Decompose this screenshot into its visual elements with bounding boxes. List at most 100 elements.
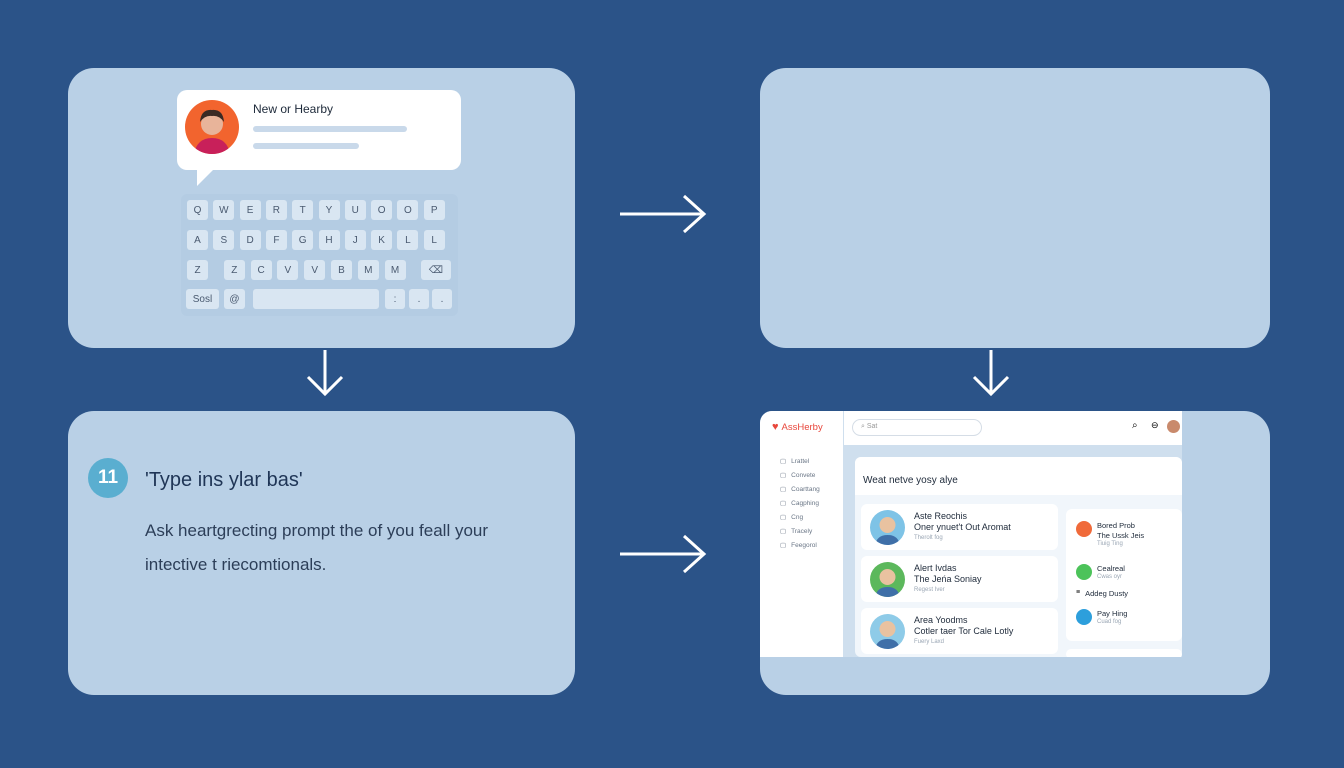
keyboard-key[interactable]: G — [292, 230, 314, 250]
keyboard-key[interactable]: ⌫ — [421, 260, 451, 280]
keyboard-key[interactable]: Q — [187, 200, 208, 220]
keyboard-key[interactable]: M — [384, 260, 406, 280]
result-meta: Regest Iver — [914, 587, 945, 593]
sidebar-item[interactable]: ▢Tracely — [780, 527, 813, 536]
result-card[interactable]: Area Yoodms Cotler taer Tor Cale Lotly F… — [861, 608, 1058, 654]
keyboard-key[interactable]: P — [423, 200, 445, 220]
item-icon — [1076, 564, 1092, 580]
result-subtitle: Cotler taer Tor Cale Lotly — [914, 626, 1014, 636]
results-heading: Weat netve yosy alye — [863, 475, 958, 486]
result-meta: Fuery Laxd — [914, 639, 945, 645]
message-bubble: New or Hearby — [177, 90, 461, 186]
keyboard-key[interactable]: Sosl — [186, 289, 219, 309]
arrow-down-icon — [306, 350, 344, 397]
list-icon: ≡ — [1076, 589, 1081, 596]
step-description-line: Ask heartgrecting prompt the of you feal… — [145, 521, 489, 540]
nav-icon: ▢ — [780, 542, 787, 549]
search-icon[interactable]: ⌕ — [1132, 420, 1138, 431]
avatar — [185, 100, 239, 154]
keyboard-key[interactable]: U — [344, 200, 366, 220]
nav-icon: ▢ — [780, 472, 787, 479]
step-title: 'Type ins ylar bas' — [145, 469, 303, 491]
user-avatar[interactable] — [1167, 420, 1180, 433]
avatar — [870, 510, 905, 545]
nav-icon: ▢ — [780, 458, 787, 465]
keyboard-key[interactable]: . — [409, 289, 429, 309]
nav-icon: ▢ — [780, 528, 787, 535]
sidebar-item[interactable]: ▢Cagphing — [780, 499, 819, 508]
search-input[interactable]: ⌕ Sat — [852, 419, 982, 436]
result-name: Area Yoodms — [914, 615, 968, 625]
brand-logo[interactable]: ♥ AssHerby — [772, 421, 823, 433]
text-placeholder-line — [253, 143, 359, 149]
keyboard-key[interactable]: K — [371, 230, 393, 250]
step-panel-instructions — [68, 411, 575, 695]
message-title: New or Hearby — [253, 102, 334, 116]
keyboard-key[interactable]: F — [265, 230, 287, 250]
top-bar: ⌕ Sat ⌕ ⊖ — [844, 411, 1182, 445]
sidebar-item[interactable]: ▢Feegorol — [780, 541, 817, 550]
arrow-right-icon — [620, 534, 707, 574]
keyboard-key[interactable]: Y — [318, 200, 340, 220]
keyboard-key[interactable]: W — [213, 200, 235, 220]
keyboard-key[interactable]: H — [318, 230, 340, 250]
keyboard-key[interactable]: O — [397, 200, 419, 220]
keyboard-key[interactable]: L — [423, 230, 445, 250]
keyboard-key[interactable]: O — [371, 200, 393, 220]
results-heading-bar: Weat netve yosy alye — [855, 457, 1182, 495]
side-panel-item[interactable]: ≡ Addeg Dusty — [1076, 589, 1129, 598]
step-badge: 11 — [88, 458, 128, 498]
result-subtitle: Oner ynuet't Out Aromat — [914, 522, 1011, 532]
keyboard-key[interactable]: B — [331, 260, 352, 280]
keyboard-key[interactable]: M — [357, 260, 379, 280]
step-description-line: intective t riecomtionals. — [145, 555, 327, 574]
result-subtitle: The Jeńa Soniay — [914, 574, 982, 584]
avatar — [870, 614, 905, 649]
side-panel-item[interactable]: Pay Hing Cuad fog — [1076, 609, 1127, 625]
keyboard-key[interactable]: A — [187, 230, 208, 250]
keyboard-key[interactable]: Z — [223, 260, 245, 280]
result-meta: Therolt fog — [914, 535, 943, 541]
nav-icon: ▢ — [780, 486, 787, 493]
keyboard-key[interactable]: S — [213, 230, 235, 250]
keyboard-key[interactable]: T — [292, 200, 314, 220]
keyboard-key[interactable]: V — [304, 260, 326, 280]
side-panel-item[interactable]: Bored Prob The Ussk Jeis Tiuig Ting — [1076, 521, 1144, 547]
avatar — [870, 562, 905, 597]
sidebar: ♥ AssHerby ▢Lrattel ▢Convete ▢Coarttang ▢Ca… — [760, 411, 843, 657]
arrow-down-icon — [972, 350, 1010, 397]
keyboard-key[interactable]: C — [250, 260, 272, 280]
arrow-right-icon — [620, 194, 707, 234]
result-name: Alert Ivdas — [914, 563, 957, 573]
app-window: ♥ AssHerby ▢Lrattel ▢Convete ▢Coarttang ▢Ca… — [760, 411, 1182, 657]
result-card[interactable]: Aste Reochis Oner ynuet't Out Aromat The… — [861, 504, 1058, 550]
item-icon — [1076, 521, 1092, 537]
keyboard-key[interactable]: J — [344, 230, 366, 250]
keyboard-key[interactable]: L — [397, 230, 419, 250]
keyboard-key[interactable]: Z — [187, 260, 208, 280]
keyboard-key[interactable]: @ — [224, 289, 245, 309]
keyboard-key[interactable]: R — [265, 200, 287, 220]
text-placeholder-line — [253, 126, 407, 132]
heart-icon: ♥ — [772, 421, 779, 433]
side-panel: Bored Prob The Ussk Jeis Tiuig Ting Ceal… — [1066, 509, 1182, 641]
keyboard-key[interactable]: V — [277, 260, 299, 280]
result-name: Aste Reochis — [914, 511, 968, 521]
keyboard-key[interactable]: E — [239, 200, 261, 220]
keyboard-key[interactable] — [253, 289, 379, 309]
side-panel-card — [1066, 649, 1182, 657]
step-panel-empty — [760, 68, 1270, 348]
sidebar-item[interactable]: ▢Convete — [780, 471, 816, 480]
keyboard-key[interactable]: . — [432, 289, 452, 309]
lock-icon[interactable]: ⊖ — [1151, 420, 1159, 430]
keyboard-key[interactable]: D — [239, 230, 261, 250]
nav-icon: ▢ — [780, 514, 787, 521]
sidebar-item[interactable]: ▢Lrattel — [780, 457, 810, 466]
result-card[interactable]: Alert Ivdas The Jeńa Soniay Regest Iver — [861, 556, 1058, 602]
side-panel-item[interactable]: Cealreal Cwas oyr — [1076, 564, 1125, 580]
sidebar-item[interactable]: ▢Cng — [780, 513, 804, 522]
sidebar-item[interactable]: ▢Coarttang — [780, 485, 820, 494]
keyboard-key[interactable]: : — [385, 289, 405, 309]
item-icon — [1076, 609, 1092, 625]
